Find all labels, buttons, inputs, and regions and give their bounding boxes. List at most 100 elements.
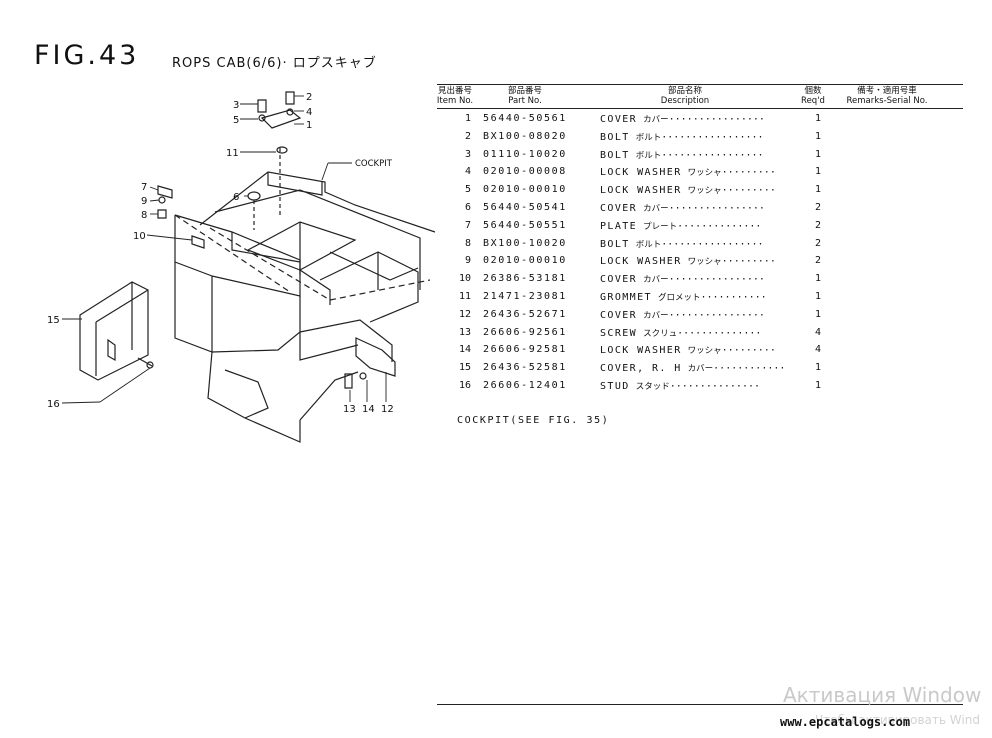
item-no: 2 <box>464 130 471 142</box>
leader-dots: ················· <box>661 131 764 143</box>
item-no: 4 <box>464 166 471 178</box>
figure-subtitle: ROPS CAB(6/6)· ロプスキャブ <box>172 56 377 71</box>
qty: 1 <box>815 273 822 285</box>
cockpit-note: COCKPIT(SEE FIG. 35) <box>457 415 610 426</box>
description-en: COVER, R. H <box>600 363 682 375</box>
part-no: BX100-08020 <box>483 130 567 142</box>
activation-watermark-sub: Чтобы активировать Wind <box>815 713 980 727</box>
description-jp: カバー <box>643 275 669 286</box>
description-jp: ワッシャ <box>687 346 722 357</box>
item-no: 13 <box>458 326 471 338</box>
item-no: 16 <box>458 380 471 391</box>
item-no: 10 <box>458 273 471 285</box>
description-en: COVER <box>600 114 638 125</box>
description-jp: ボルト <box>635 239 662 250</box>
callout-8: 8 <box>141 210 147 221</box>
part-no: 26436-52671 <box>483 308 567 320</box>
callout-7: 7 <box>141 182 147 193</box>
part-no: 56440-50551 <box>483 219 567 231</box>
exploded-view-diagram: 3 5 2 4 1 11 6 7 9 8 10 15 16 13 14 12 C… <box>47 91 436 443</box>
callout-5: 5 <box>233 115 239 126</box>
callout-3: 3 <box>233 100 239 111</box>
item-no: 11 <box>458 291 471 302</box>
description-jp: ボルト <box>635 132 662 143</box>
callout-15: 15 <box>47 315 60 326</box>
description-en: BOLT <box>600 131 630 143</box>
item-no: 12 <box>458 308 471 320</box>
leader-dots: ········· <box>721 167 776 179</box>
item-no: 5 <box>464 184 471 196</box>
description-jp: カバー <box>643 115 669 125</box>
item-no: 1 <box>464 113 471 124</box>
description-jp: スタッド <box>635 382 670 392</box>
description-jp: カバー <box>643 204 669 214</box>
leader-dots: ············ <box>713 363 786 375</box>
leader-dots: ················ <box>668 114 765 125</box>
item-no: 14 <box>458 344 471 356</box>
qty: 1 <box>815 184 822 196</box>
part-no: 26436-52581 <box>483 362 567 374</box>
description-en: SCREW <box>600 327 638 339</box>
callout-13: 13 <box>343 404 356 415</box>
description: SCREW スクリュ·············· <box>600 327 761 339</box>
qty: 1 <box>815 308 822 320</box>
part-no: 02010-00010 <box>483 255 567 267</box>
description: BOLT ボルト················· <box>600 238 764 250</box>
description-en: COVER <box>600 203 638 214</box>
part-no: 26386-53181 <box>483 273 567 285</box>
qty: 2 <box>815 255 822 267</box>
leader-dots: ·············· <box>677 327 762 339</box>
table-header-rule <box>437 108 963 109</box>
qty: 1 <box>815 291 822 302</box>
leader-dots: ········· <box>721 345 776 357</box>
leader-dots: ·············· <box>677 220 762 232</box>
leader-dots: ··········· <box>700 292 767 303</box>
callout-10: 10 <box>133 231 146 242</box>
part-no: 26606-12401 <box>483 380 567 391</box>
part-no: BX100-10020 <box>483 237 567 249</box>
description-en: GROMMET <box>600 292 652 303</box>
callout-9: 9 <box>141 196 147 207</box>
description-jp: スクリュ <box>643 328 678 339</box>
part-no: 21471-23081 <box>483 291 567 302</box>
part-no: 01110-10020 <box>483 148 567 160</box>
callout-1: 1 <box>306 120 312 131</box>
callout-11: 11 <box>226 148 239 159</box>
qty: 1 <box>815 113 822 124</box>
description-jp: ワッシャ <box>687 257 722 268</box>
qty: 2 <box>815 202 822 213</box>
description-en: LOCK WASHER <box>600 185 682 197</box>
leader-dots: ················· <box>661 238 764 250</box>
callout-2: 2 <box>306 92 312 103</box>
description: COVER カバー················ <box>600 113 765 125</box>
qty: 2 <box>815 219 822 231</box>
qty: 1 <box>815 130 822 142</box>
item-no: 3 <box>464 148 471 160</box>
description-en: COVER <box>600 274 638 286</box>
leader-dots: ················ <box>668 203 765 214</box>
description-jp: ワッシャ <box>687 168 722 179</box>
description-en: PLATE <box>600 220 638 232</box>
item-no: 15 <box>458 362 471 374</box>
leader-dots: ················ <box>668 309 765 321</box>
item-no: 9 <box>464 255 471 267</box>
description-jp: カバー <box>643 310 669 321</box>
callout-12: 12 <box>381 404 394 415</box>
leader-dots: ··············· <box>669 381 761 392</box>
callout-16: 16 <box>47 399 60 410</box>
qty: 4 <box>815 326 822 338</box>
description-en: BOLT <box>600 238 630 250</box>
